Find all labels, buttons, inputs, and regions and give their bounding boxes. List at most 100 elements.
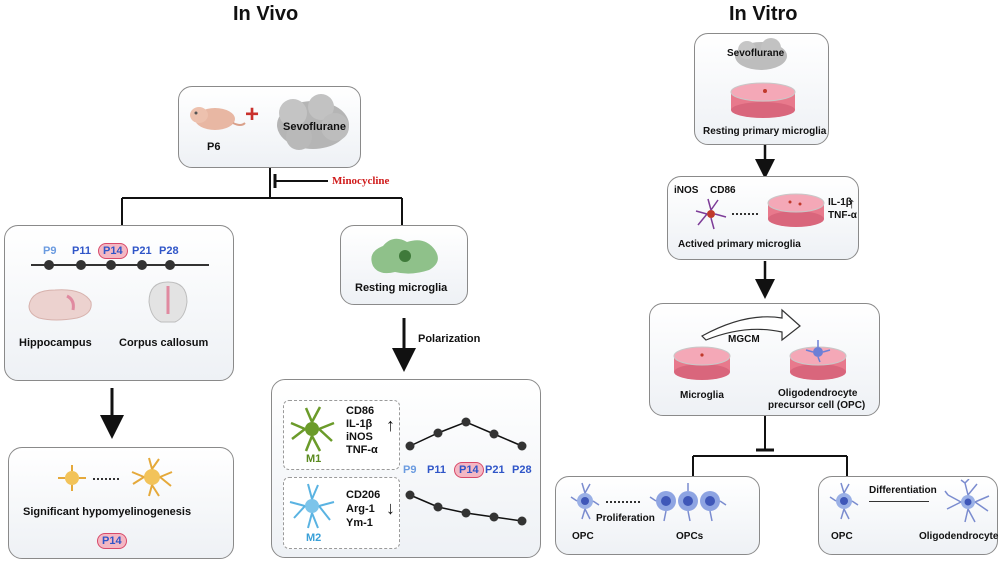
p6-sevoflurane-box: + Sevoflurane P6 xyxy=(178,86,361,168)
m2-marker-arg1: Arg-1 xyxy=(346,503,375,515)
hypomyelinogenesis-box: Significant hypomyelinogenesis P14 xyxy=(8,447,234,559)
oligodendrocyte-cell-icon xyxy=(944,479,990,523)
m1-marker-inos: iNOS xyxy=(346,431,373,443)
dotted-arrow xyxy=(869,501,929,502)
plot-label-p14: P14 xyxy=(454,462,484,478)
proliferation-label: Proliferation xyxy=(596,513,655,524)
petri-dish-opc-icon xyxy=(789,340,847,380)
microglia-label: Microglia xyxy=(680,390,724,401)
opc-cell-icon xyxy=(58,465,86,491)
oligodendrocyte-result-label: Oligodendrocyte xyxy=(919,531,999,542)
inos-label: iNOS xyxy=(674,185,699,196)
timeline-dot xyxy=(106,260,116,270)
timeline-dot xyxy=(165,260,175,270)
resting-microglia-label: Resting microglia xyxy=(355,282,448,294)
mgcm-curved-arrow xyxy=(701,308,801,342)
m2-trend-point xyxy=(433,502,443,512)
m1-marker-tnfa: TNF-α xyxy=(346,444,378,456)
dotted-arrow xyxy=(732,213,758,215)
petri-dish-icon xyxy=(767,193,825,227)
opc-cell-icon xyxy=(570,482,600,520)
m2-marker-cd206: CD206 xyxy=(346,489,381,501)
actived-primary-microglia-label: Actived primary microglia xyxy=(678,239,801,250)
tnfa-label: TNF-α xyxy=(828,210,857,221)
m1-marker-il1b: IL-1β xyxy=(346,418,373,430)
timeline-label-p28: P28 xyxy=(159,245,179,257)
plot-label-p11: P11 xyxy=(427,464,446,476)
plot-label-p21: P21 xyxy=(485,464,505,476)
differentiation-label: Differentiation xyxy=(869,485,937,496)
m1-panel: M1 CD86 IL-1β iNOS TNF-α ↑ xyxy=(283,400,400,470)
in-vivo-heading: In Vivo xyxy=(233,3,299,25)
timeline-label-p11: P11 xyxy=(72,245,91,257)
vitro-sevoflurane-label: Sevoflurane xyxy=(727,48,785,59)
m2-marker-ym1: Ym-1 xyxy=(346,517,373,529)
m1-up-arrow: ↑ xyxy=(386,415,395,435)
m1-label: M1 xyxy=(306,453,322,465)
brain-coronal-icon xyxy=(148,281,188,323)
m2-down-arrow: ↓ xyxy=(386,498,395,518)
polarization-label: Polarization xyxy=(418,333,481,345)
timeline-axis xyxy=(31,264,209,266)
mgcm-label: MGCM xyxy=(728,334,760,345)
plot-label-p28: P28 xyxy=(512,464,532,476)
hypomyelinogenesis-label: Significant hypomyelinogenesis xyxy=(23,506,192,518)
il1b-label: IL-1β xyxy=(828,197,852,208)
petri-dish-icon xyxy=(730,82,796,118)
polarization-box: M1 CD86 IL-1β iNOS TNF-α ↑ M2 CD206 Arg-… xyxy=(271,379,541,558)
timeline-label-p14: P14 xyxy=(98,243,128,259)
opc-full-label: precursor cell (OPC) xyxy=(768,400,866,411)
plot-label-p9: P9 xyxy=(403,464,417,476)
m1-marker-cd86: CD86 xyxy=(346,405,375,417)
timeline-label-p21: P21 xyxy=(132,245,152,257)
m2-trend-point xyxy=(405,490,415,500)
activated-microglia-icon xyxy=(695,198,727,230)
opc-label: OPC xyxy=(831,531,853,542)
plus-icon: + xyxy=(245,101,260,128)
brain-sagittal-icon xyxy=(28,289,92,321)
proliferation-box: Proliferation OPC OPCs xyxy=(555,476,760,555)
trend-plots xyxy=(405,417,527,526)
hippocampus-label: Hippocampus xyxy=(19,337,92,349)
sevoflurane-label: Sevoflurane xyxy=(283,121,346,133)
timeline-dot xyxy=(44,260,54,270)
timeline-label-p9: P9 xyxy=(43,245,57,257)
m1-trend-point xyxy=(405,441,415,451)
m1-microglia-icon xyxy=(290,406,335,452)
cd86-label: CD86 xyxy=(710,185,736,196)
m2-label: M2 xyxy=(306,532,322,544)
dotted-arrow xyxy=(606,501,640,503)
m2-trend-point xyxy=(461,508,471,518)
m1-trend-point xyxy=(517,441,527,451)
oligodendrocyte-label: Oligodendrocyte xyxy=(778,388,858,399)
m1-trend-point xyxy=(433,428,443,438)
vitro-step3-box: MGCM Microglia Oligodendrocyte precursor… xyxy=(649,303,880,416)
cytokine-up-arrow: ↑ xyxy=(848,195,856,212)
corpus-callosum-label: Corpus callosum xyxy=(119,337,209,349)
sevoflurane-cloud-icon xyxy=(735,38,787,70)
timeline-dot xyxy=(76,260,86,270)
opcs-label: OPCs xyxy=(676,531,704,542)
resting-primary-microglia-label: Resting primary microglia xyxy=(703,126,827,137)
p14-badge: P14 xyxy=(97,533,127,549)
p6-label: P6 xyxy=(207,141,221,153)
vitro-step1-box: Sevoflurane Resting primary microglia xyxy=(694,33,829,145)
m2-trend-point xyxy=(489,512,499,522)
rat-pup-icon xyxy=(190,107,246,130)
petri-dish-icon xyxy=(673,346,731,380)
minocycline-label: Minocycline xyxy=(332,175,390,187)
differentiation-box: Differentiation OPC Oligodendrocyte xyxy=(818,476,998,555)
opc-cluster-icon xyxy=(649,483,727,522)
vitro-step2-box: iNOS CD86 IL-1β TNF-α ↑ Actived primary … xyxy=(667,176,859,260)
m2-microglia-icon xyxy=(289,483,335,529)
m2-trend-point xyxy=(517,516,527,526)
timeline-regions-box: P9 P11 P14 P21 P28 Hippocampus Corpus ca… xyxy=(4,225,234,381)
timeline-dot xyxy=(137,260,147,270)
opc-label: OPC xyxy=(572,531,594,542)
in-vitro-heading: In Vitro xyxy=(729,3,798,25)
opc-cell-icon xyxy=(829,482,859,520)
dotted-arrow xyxy=(93,478,119,480)
sevoflurane-cloud-icon xyxy=(277,94,349,150)
m1-trend-point xyxy=(489,429,499,439)
